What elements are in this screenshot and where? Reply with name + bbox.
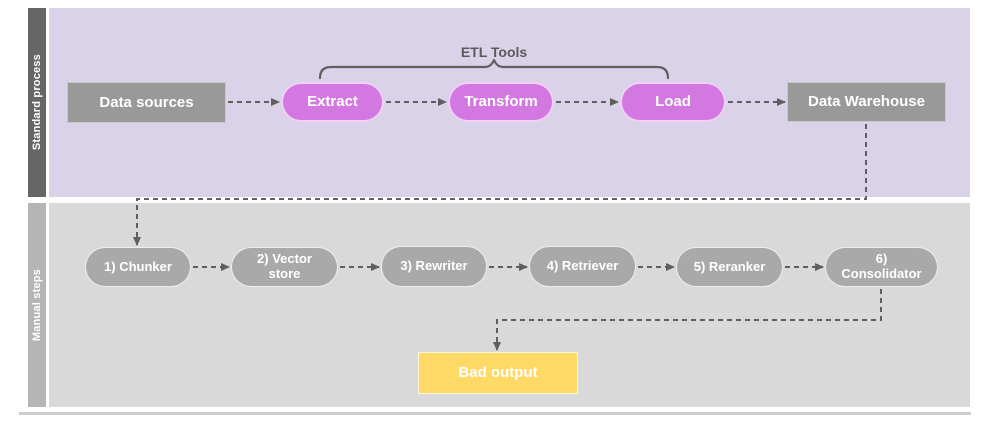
- node-load: Load: [620, 82, 726, 122]
- node-bad-output: Bad output: [418, 352, 578, 394]
- node-data-warehouse: Data Warehouse: [787, 82, 946, 122]
- etl-tools-annotation: ETL Tools: [460, 44, 528, 60]
- node-reranker: 5) Reranker: [676, 247, 783, 287]
- node-rewriter: 3) Rewriter: [381, 246, 487, 287]
- lane-standard-process-label: Standard process: [31, 54, 43, 151]
- canvas-bottom-edge: [19, 412, 971, 415]
- node-vector-store: 2) Vector store: [231, 247, 338, 287]
- lane-manual-steps-header: Manual steps: [28, 203, 46, 407]
- node-retriever: 4) Retriever: [529, 246, 636, 287]
- node-transform: Transform: [448, 82, 554, 122]
- node-consolidator: 6) Consolidator: [825, 247, 938, 287]
- node-data-sources: Data sources: [67, 82, 226, 123]
- lane-manual-steps-label: Manual steps: [31, 268, 43, 342]
- node-chunker: 1) Chunker: [85, 247, 191, 287]
- node-extract: Extract: [281, 82, 384, 122]
- lane-standard-process-header: Standard process: [28, 8, 46, 197]
